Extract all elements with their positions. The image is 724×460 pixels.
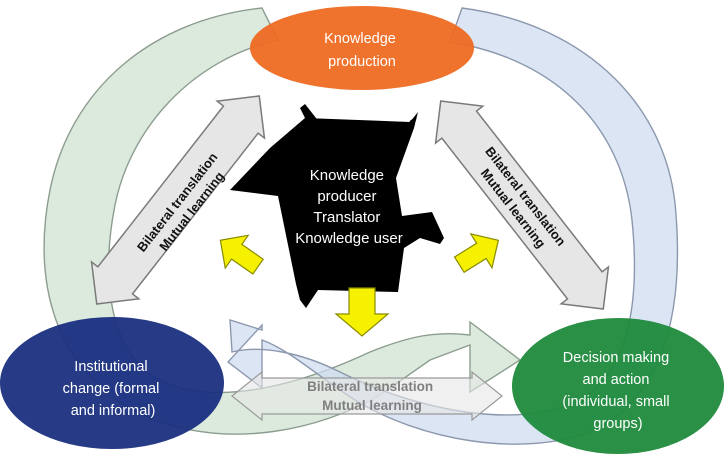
bilateral-arrow-right-shape bbox=[434, 100, 610, 310]
bilateral-arrow-bottom bbox=[231, 370, 503, 422]
pointer-arrow-down bbox=[334, 287, 390, 337]
scroll-tip bbox=[409, 117, 417, 123]
node-right-label: Decision making and action (individual, … bbox=[562, 350, 673, 432]
center-label: Knowledge producer Translator Knowledge … bbox=[295, 167, 403, 247]
center-scroll-shape bbox=[230, 112, 444, 308]
bilateral-arrow-right bbox=[434, 100, 610, 310]
bilateral-arrow-left bbox=[90, 95, 266, 305]
node-institutional-change bbox=[0, 317, 224, 449]
flow-loop-green bbox=[43, 7, 522, 435]
bilateral-arrow-left-shape bbox=[90, 95, 266, 305]
scroll-handle bbox=[300, 104, 318, 136]
node-knowledge-production bbox=[250, 6, 474, 90]
node-top-label: Knowledge production bbox=[324, 31, 400, 70]
node-left-label: Institutional change (formal and informa… bbox=[63, 359, 164, 419]
node-decision-making bbox=[512, 318, 724, 454]
pointer-arrow-left bbox=[219, 234, 265, 275]
pointer-arrow-right bbox=[453, 233, 500, 274]
translation-label-bottom: Bilateral translation Mutual learning bbox=[307, 379, 437, 413]
